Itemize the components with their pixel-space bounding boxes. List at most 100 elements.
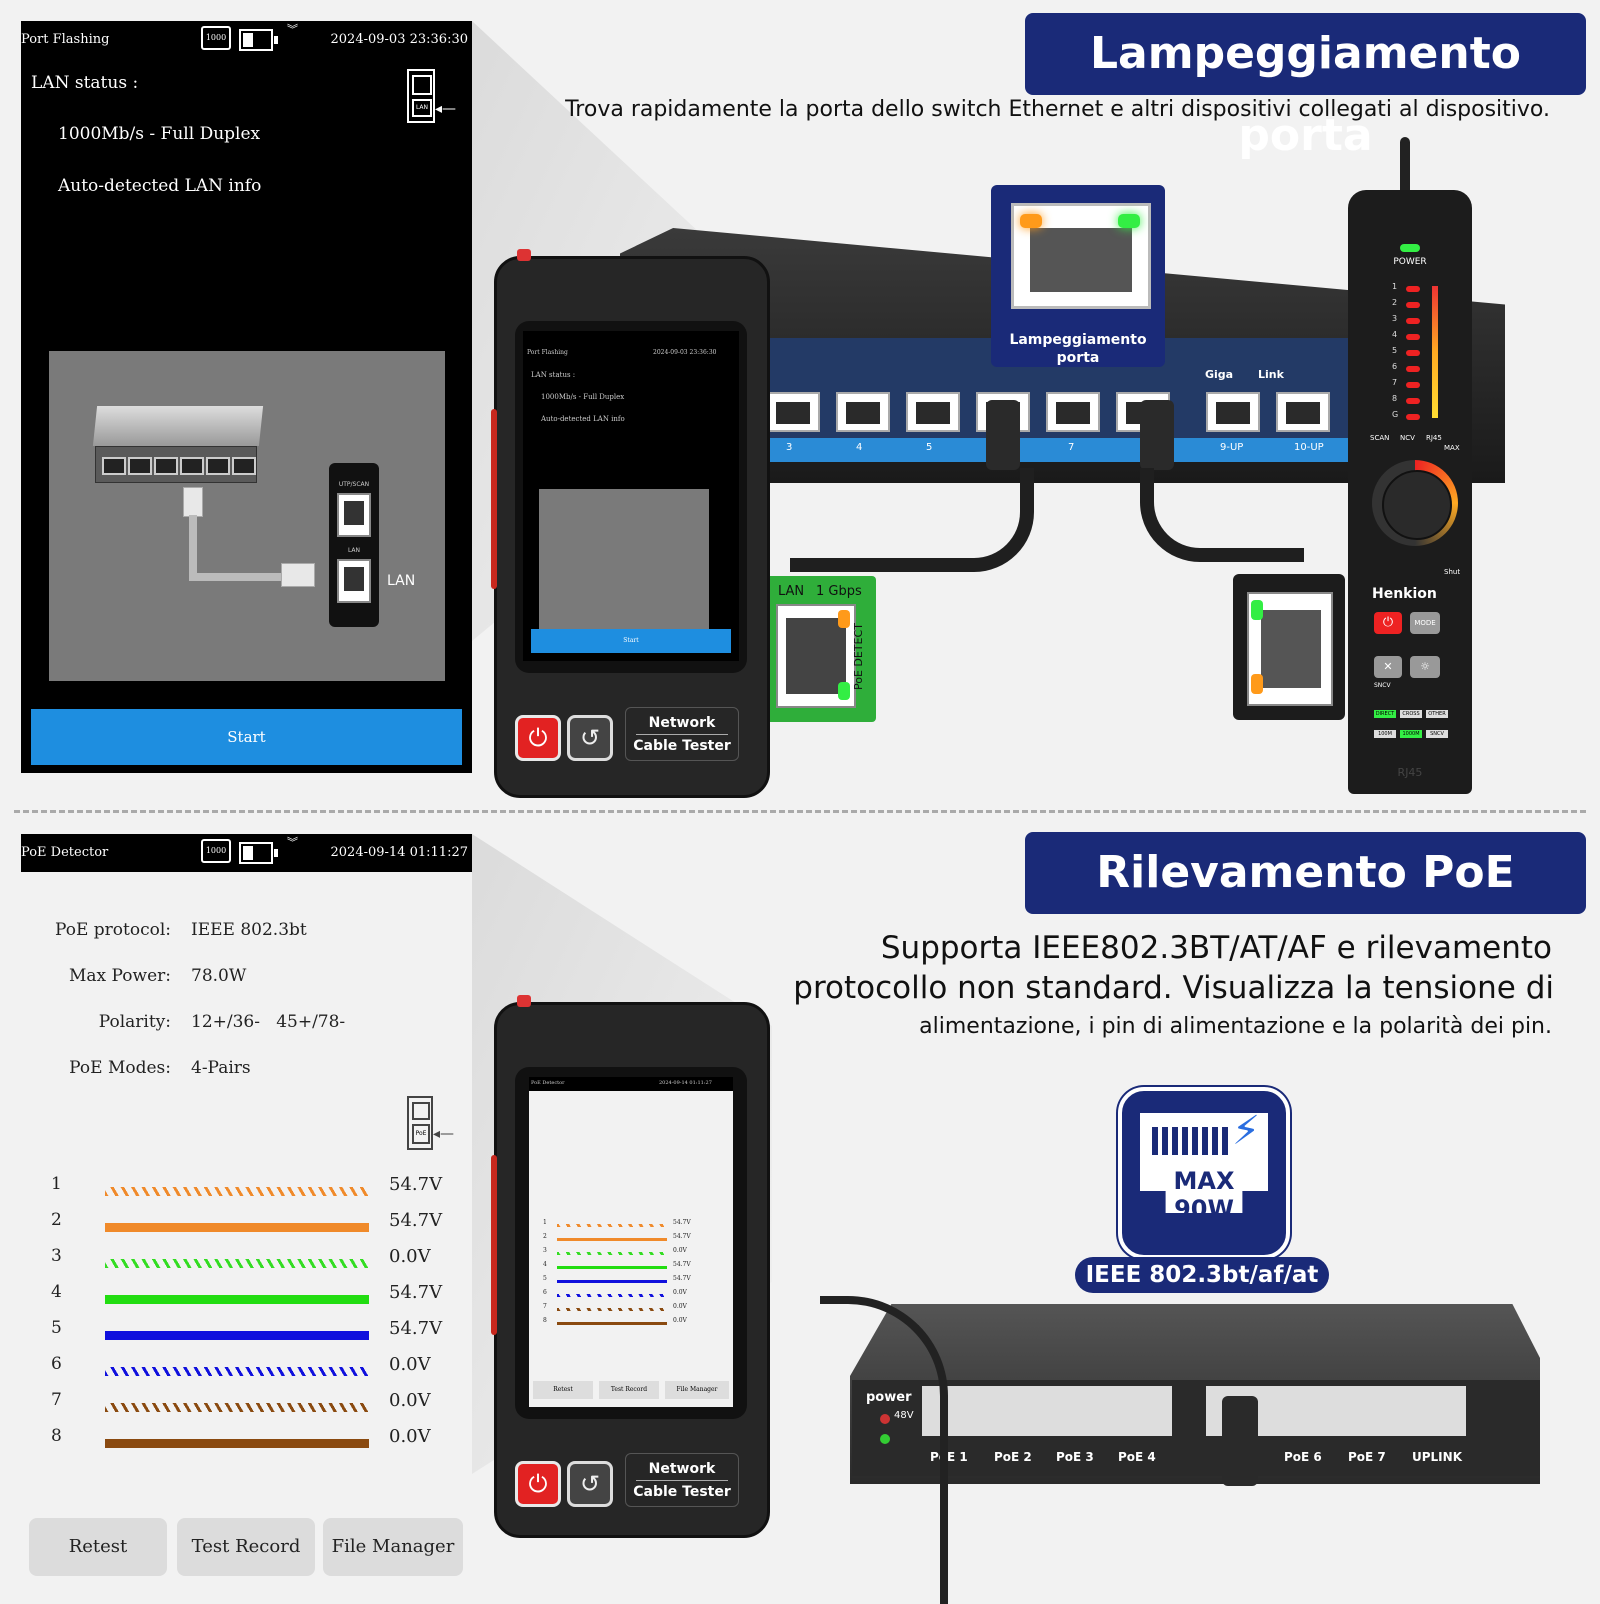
port-number: 10-UP [1294,442,1324,453]
poe-port-label: PoE 1 [930,1450,968,1464]
pin-voltage: 54.7V [673,1233,691,1240]
back-button[interactable]: ↺ [567,1461,613,1507]
rj45-plug-2 [281,563,315,587]
status-time: 2024-09-03 23:36:30 [330,32,468,47]
brand-logo: Henkion [1372,586,1437,602]
mini-lan-status: LAN status : [531,371,576,379]
max-90w-text: MAX 90W [1173,1167,1235,1223]
status-led [880,1434,890,1444]
lan-text: LAN [387,573,416,589]
lan-port [337,559,371,603]
mini-retest: Retest [533,1381,593,1399]
flashlight-icon[interactable]: ☼ [1410,656,1440,678]
port-number: 3 [786,442,793,453]
status-bar: Port Flashing 1000 ︾ 2024-09-03 23:36:30 [21,21,472,59]
pin-wire [105,1223,369,1232]
polarity-value: 12+/36- 45+/78- [191,1012,346,1032]
arrow-left-icon: ◂— [435,101,457,117]
back-button[interactable]: ↺ [567,715,613,761]
polarity-label: Polarity: [98,1012,171,1032]
probe-device: POWER 1 2 3 4 5 6 7 8 G SCAN NCV RJ45 MA… [1348,190,1472,794]
arrow-left-icon: ◂— [433,1126,455,1142]
cross-indicator: CROSS [1400,710,1422,718]
pin-voltage: 0.0V [389,1246,431,1267]
screen-title: Port Flashing [21,32,110,47]
pin-wire [557,1266,667,1269]
pin-wire [105,1403,369,1412]
port-flashing-screen: Port Flashing 1000 ︾ 2024-09-03 23:36:30… [21,21,472,773]
pin-voltage: 54.7V [673,1219,691,1226]
monitor-icon: 1000 [201,26,231,50]
pin-voltage: 0.0V [673,1303,687,1310]
mini-file-manager: File Manager [665,1381,729,1399]
network-cable [1140,468,1304,562]
poe-desc-line3: alimentazione, i pin di alimentazione e … [919,1014,1552,1039]
port-select-icon[interactable]: PoE [407,1096,433,1150]
scan-label: SCAN [1370,434,1390,442]
signal-icon: ︾ [287,23,298,36]
power-button[interactable]: ⏻ [515,1461,561,1507]
tester-lan-port: LAN 1 Gbps PoE DETECT [764,576,876,722]
rj45-cable-plug [1222,1396,1258,1486]
pin-wire [557,1308,667,1311]
probe-rj45-port [1233,574,1345,720]
100m-indicator: 100M [1374,730,1396,738]
other-indicator: OTHER [1426,710,1448,718]
pin-wire [105,1187,369,1196]
level-bar [1432,286,1438,418]
lan-status-label: LAN status : [31,73,139,93]
start-button[interactable]: Start [31,709,462,765]
poe-modes-label: PoE Modes: [69,1058,171,1078]
switch-port [906,392,960,432]
power-button[interactable]: ⏻ [515,715,561,761]
led-number: 3 [1392,314,1398,323]
pin-number: 1 [51,1174,62,1194]
battery-icon [239,842,278,864]
file-manager-button[interactable]: File Manager [323,1518,463,1576]
pin-number: 6 [51,1354,62,1374]
switch-port [1206,392,1260,432]
pin-wire [105,1295,369,1304]
pin-row: 2 54.7V [543,1233,723,1247]
cable-horizontal [189,573,289,581]
max-power-value: 78.0W [191,966,247,986]
rj45-cable-plug [986,400,1020,470]
pin-voltage: 54.7V [673,1275,691,1282]
poe-port-label: PoE 3 [1056,1450,1094,1464]
poe-port-group [922,1386,1172,1436]
sensitivity-dial[interactable] [1372,460,1458,546]
max-power-badge: ⚡ MAX 90W [1118,1087,1290,1259]
led-number: 4 [1392,330,1398,339]
port-number: 5 [926,442,933,453]
utp-port [337,493,371,537]
screen-title: PoE Detector [21,845,109,860]
pin-voltage: 54.7V [673,1261,691,1268]
poe-protocol-value: IEEE 802.3bt [191,920,307,940]
probe-mode-button[interactable]: MODE [1410,612,1440,634]
pin-number: 2 [543,1233,547,1240]
rj45-plug [183,487,203,517]
pin-wire [105,1331,369,1340]
port-select-icon[interactable]: LAN [407,69,435,123]
ncv-label: NCV [1400,434,1415,442]
retest-button[interactable]: Retest [29,1518,167,1576]
pin-number: 3 [543,1247,547,1254]
probe-power-button[interactable]: ⏻ [1374,612,1402,634]
monitor-icon: 1000 [201,839,231,863]
poe-port-label: PoE 2 [994,1450,1032,1464]
mute-icon[interactable]: ✕ [1374,656,1402,678]
test-record-button[interactable]: Test Record [177,1518,315,1576]
